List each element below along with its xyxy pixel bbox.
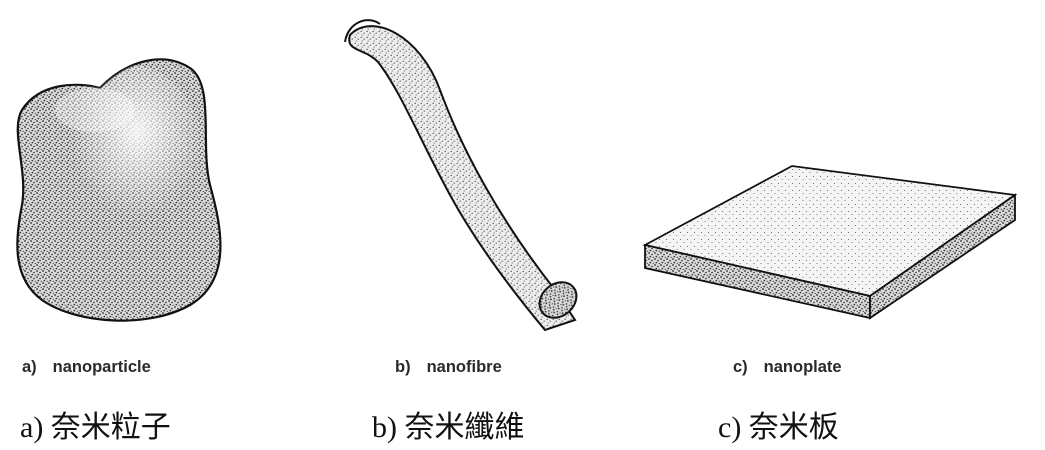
nanoplate-shape <box>645 166 1015 318</box>
caption-letter: a) <box>22 358 37 376</box>
caption-nanoplate: c) nanoplate <box>733 358 842 377</box>
chinese-label-nanofibre: b) 奈米纖維 <box>372 402 525 446</box>
caption-nanoparticle: a) nanoparticle <box>22 358 151 377</box>
chinese-label-nanoplate: c) 奈米板 <box>718 402 839 446</box>
caption-text: nanoparticle <box>53 358 151 376</box>
caption-text: nanofibre <box>427 358 502 376</box>
caption-text: nanoplate <box>764 358 842 376</box>
caption-letter: b) <box>395 358 411 376</box>
nanofibre-shape <box>345 20 584 330</box>
chinese-label-nanoparticle: a) 奈米粒子 <box>20 402 171 446</box>
caption-nanofibre: b) nanofibre <box>395 358 502 377</box>
nanoparticle-shape <box>17 59 220 320</box>
caption-letter: c) <box>733 358 748 376</box>
